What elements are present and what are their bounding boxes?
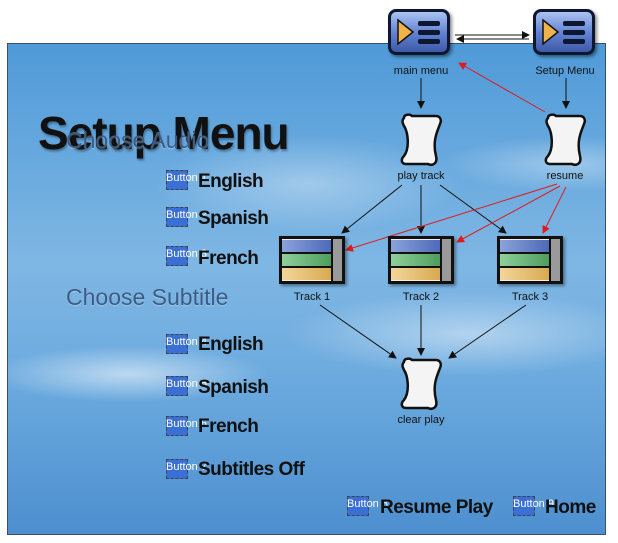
audio-spanish-label: Spanish — [198, 208, 269, 229]
resume-link-track3 — [542, 186, 567, 234]
link-track3-to-clear — [448, 304, 527, 359]
button-5-hotspot[interactable] — [166, 376, 188, 396]
audio-english-label: English — [198, 171, 264, 192]
link-play-to-track1 — [341, 184, 403, 234]
button-3-tag: Button 3 — [166, 248, 207, 260]
audio-heading: Choose Audio — [66, 127, 210, 153]
button-4-tag: Button 4 — [166, 336, 207, 348]
resume-link-track1 — [345, 183, 558, 252]
audio-french-label: French — [198, 248, 259, 269]
track-2-label: Track 2 — [402, 291, 440, 303]
track-1-label: Track 1 — [293, 291, 331, 303]
link-track1-to-clear — [319, 304, 397, 359]
subtitle-heading: Choose Subtitle — [66, 284, 229, 310]
subtitle-english-label: English — [198, 334, 264, 355]
button-8-hotspot[interactable] — [347, 496, 369, 516]
track-3-label: Track 3 — [511, 291, 549, 303]
subtitle-french-label: French — [198, 416, 259, 437]
menu-icon — [542, 18, 585, 46]
track-3-node[interactable] — [497, 236, 563, 284]
button-3-hotspot[interactable] — [166, 246, 188, 266]
resume-link-track2 — [456, 185, 561, 243]
resume-node[interactable] — [540, 112, 590, 168]
track-2-node[interactable] — [388, 236, 454, 284]
button-6-tag: Button 6 — [166, 418, 207, 430]
button-9-tag: Button 9 — [513, 498, 554, 510]
button-5-tag: Button 5 — [166, 378, 207, 390]
main-menu-label: main menu — [393, 65, 449, 77]
subtitles-off-label: Subtitles Off — [198, 459, 305, 480]
button-9-hotspot[interactable] — [513, 496, 535, 516]
resume-play-label: Resume Play — [380, 497, 493, 518]
subtitle-spanish-label: Spanish — [198, 377, 269, 398]
clear-play-label: clear play — [397, 414, 445, 426]
menu-icon — [397, 18, 440, 46]
play-track-node[interactable] — [396, 112, 446, 168]
play-track-label: play track — [397, 170, 445, 182]
home-label: Home — [545, 497, 596, 518]
button-4-hotspot[interactable] — [166, 334, 188, 354]
setup-menu-label: Setup Menu — [535, 65, 595, 77]
button-8-tag: Button 8 — [347, 498, 388, 510]
button-7-tag: Button 7 — [166, 461, 207, 473]
track-1-node[interactable] — [279, 236, 345, 284]
button-7-hotspot[interactable] — [166, 459, 188, 479]
button-6-hotspot[interactable] — [166, 416, 188, 436]
setup-menu-node[interactable] — [533, 9, 595, 55]
button-2-tag: Button 2 — [166, 209, 207, 221]
button-1-hotspot[interactable] — [166, 170, 188, 190]
clear-play-node[interactable] — [396, 356, 446, 412]
resume-link-main — [458, 62, 546, 113]
menu-canvas: Setup Menu Choose Audio Choose Subtitle … — [7, 43, 606, 535]
link-play-to-track3 — [439, 184, 507, 234]
button-2-hotspot[interactable] — [166, 207, 188, 227]
main-menu-node[interactable] — [388, 9, 450, 55]
menu-title: Setup Menu — [38, 107, 290, 159]
resume-label: resume — [546, 170, 584, 182]
button-1-tag: Button 1 — [166, 172, 207, 184]
